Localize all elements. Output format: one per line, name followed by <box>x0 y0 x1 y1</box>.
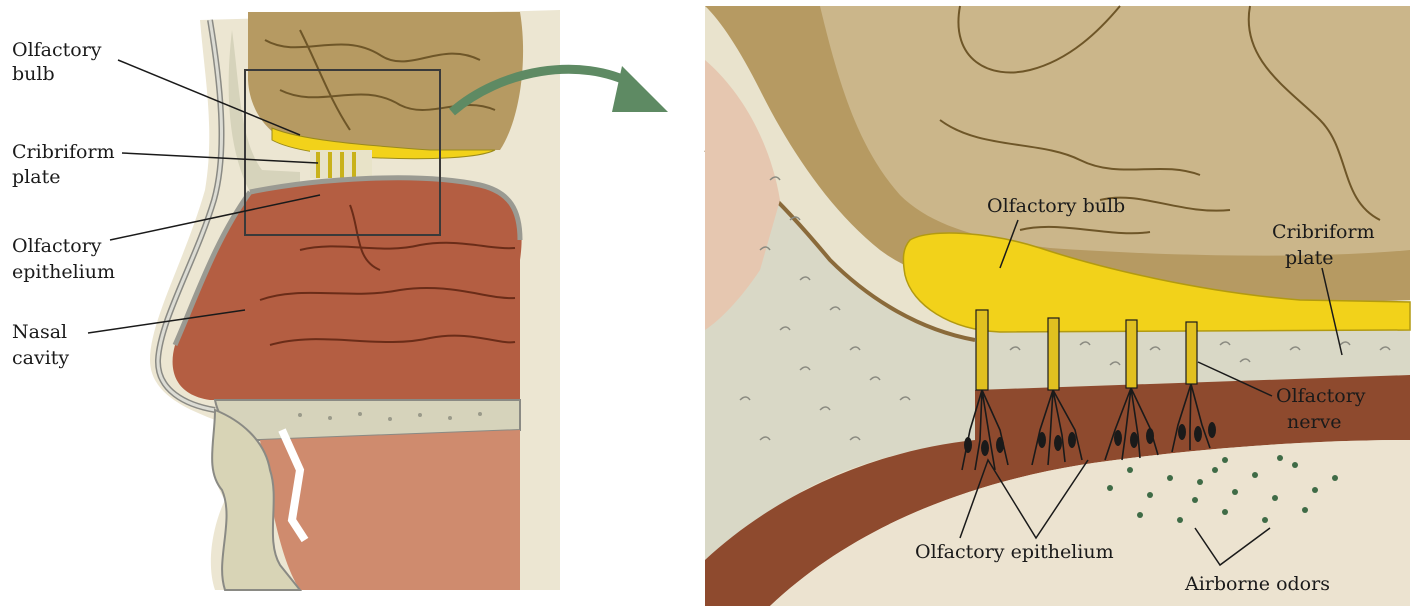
brain-frontal-lobe <box>248 12 523 150</box>
right-label-olfactory-epithelium: Olfactory epithelium <box>915 541 1114 563</box>
right-magnified-illustration <box>705 6 1410 606</box>
right-label-olfactory-bulb: Olfactory bulb <box>987 195 1125 217</box>
left-label-nasal-cavity-line2: cavity <box>12 347 69 369</box>
left-label-cribriform-plate: Cribriform plate <box>12 141 121 188</box>
left-head-illustration <box>150 10 560 590</box>
left-label-olfactory-epithelium: Olfactory epithelium <box>12 235 115 283</box>
left-label-nasal-cavity-line1: Nasal <box>12 321 67 343</box>
right-label-airborne-odors: Airborne odors <box>1184 573 1330 595</box>
left-label-olfactory-epithelium-line1: Olfactory <box>12 235 102 257</box>
tongue-region <box>260 430 520 590</box>
right-label-olfactory-nerve-line2: nerve <box>1287 411 1342 433</box>
right-label-cribriform-plate-line1: Cribriform <box>1272 221 1375 243</box>
left-label-olfactory-bulb-line1: Olfactory <box>12 39 102 61</box>
left-label-olfactory-bulb-line2: bulb <box>12 63 55 85</box>
right-label-olfactory-nerve-line1: Olfactory <box>1276 385 1366 407</box>
left-label-cribriform-plate-line1: Cribriform <box>12 141 115 163</box>
left-label-cribriform-plate-line2: plate <box>12 166 60 188</box>
right-label-cribriform-plate-line2: plate <box>1285 247 1333 269</box>
left-cribriform-plate <box>310 150 372 178</box>
left-label-nasal-cavity: Nasal cavity <box>12 321 73 369</box>
left-label-olfactory-epithelium-line2: epithelium <box>12 261 115 283</box>
left-label-olfactory-bulb: Olfactory bulb <box>12 39 108 85</box>
